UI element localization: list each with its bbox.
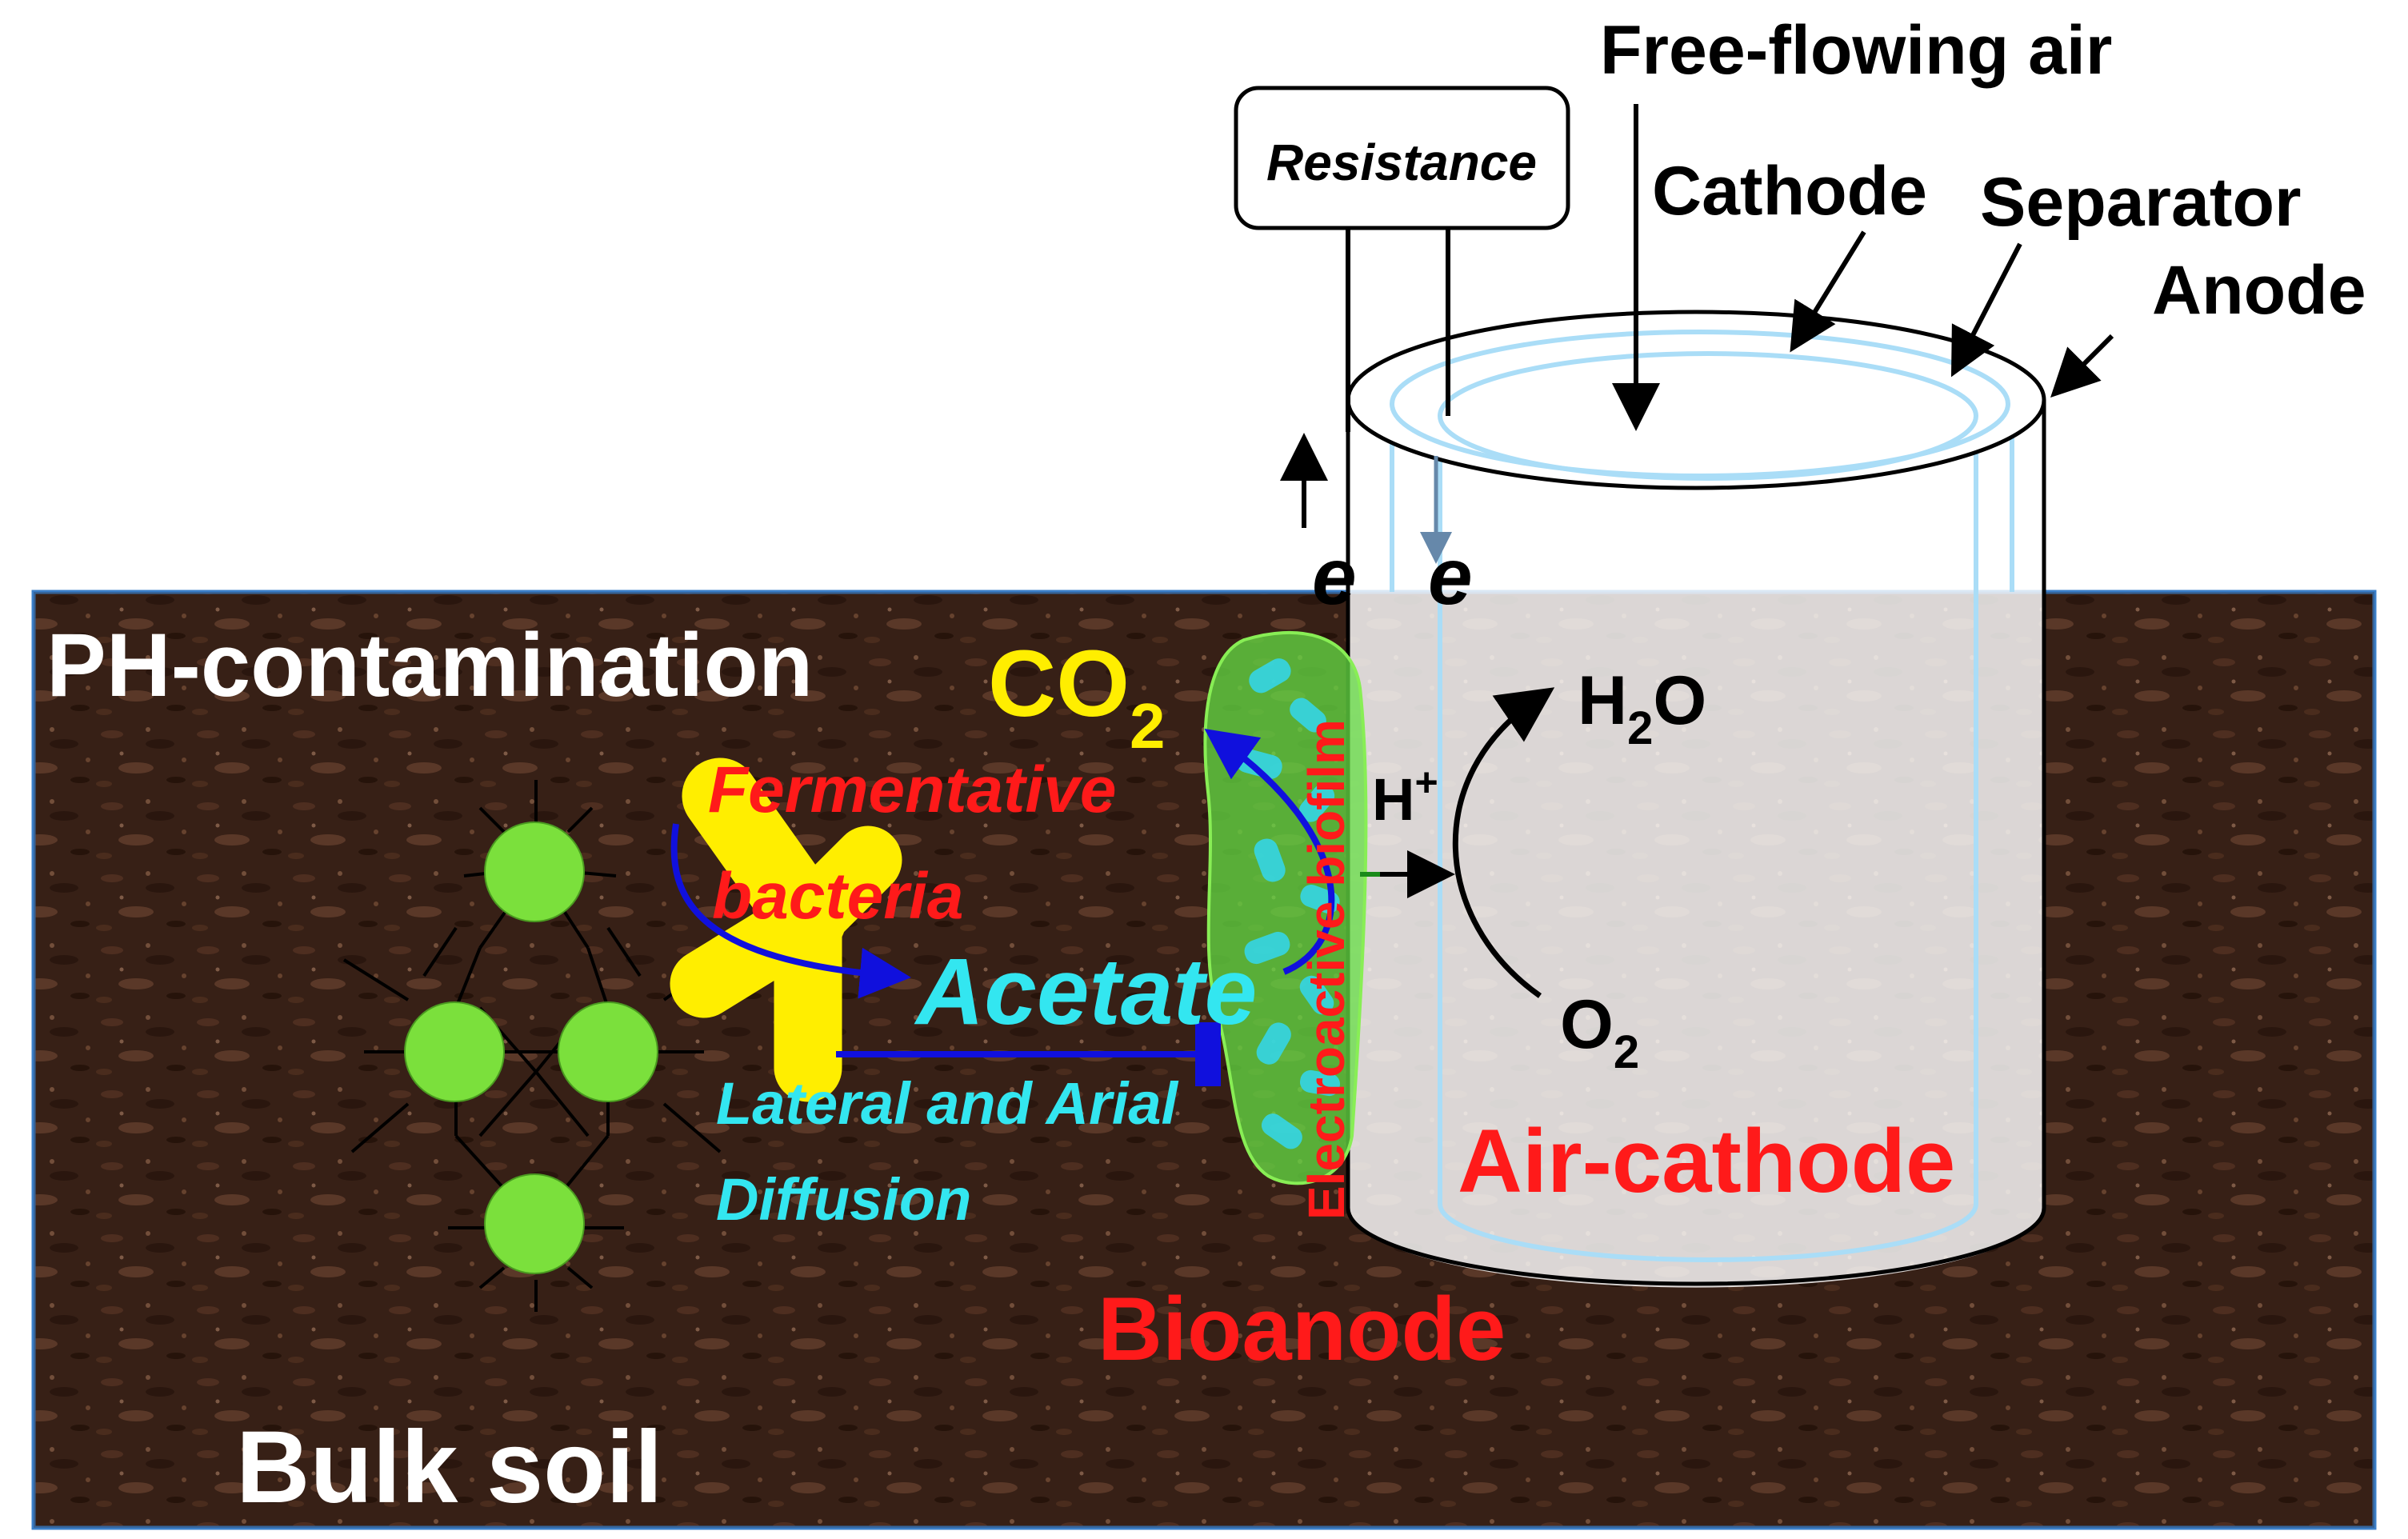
electroactive-biofilm-label: Electroactive biofilm (1298, 719, 1355, 1220)
co2-label: CO2 (988, 631, 1166, 762)
ph-contamination-label: PH-contamination (46, 615, 813, 715)
o2-label: O2 (1560, 986, 1639, 1078)
resistance-box (1234, 86, 1570, 230)
molecule-node-top (484, 821, 585, 922)
free-flowing-air-label: Free-flowing air (1600, 12, 2112, 89)
separator-pointer (1950, 242, 2022, 378)
anode-label: Anode (2152, 252, 2366, 329)
molecule-node-right (558, 1001, 658, 1102)
lateral-diffusion-line1: Lateral and Arial (716, 1070, 1179, 1137)
separator-label: Separator (1980, 164, 2302, 241)
fermentation-to-acetate-arrow (670, 823, 911, 999)
h-plus-label: H+ (1372, 760, 1438, 833)
molecule-nodes (404, 821, 658, 1274)
cathode-label: Cathode (1652, 153, 1927, 230)
lateral-diffusion-line2: Diffusion (716, 1166, 971, 1233)
o2-to-h2o-arrow (1452, 687, 1555, 998)
electron-left-label: e (1312, 532, 1357, 622)
molecule-node-left (404, 1001, 505, 1102)
electron-right-label: e (1428, 532, 1473, 622)
fermentative-label: Fermentative (708, 754, 1116, 826)
mfc-cylinder (1346, 310, 2046, 1288)
h2o-label: H2O (1578, 662, 1706, 754)
cathode-pointer (1790, 230, 1866, 353)
biofilm-cells (1236, 658, 1340, 1149)
acetate-to-co2-arrow (1204, 729, 1335, 975)
bacteria-label: bacteria (712, 860, 964, 933)
air-cathode-label: Air-cathode (1458, 1111, 1955, 1211)
molecule-node-bottom (484, 1173, 585, 1274)
bioanode-label: Bioanode (1098, 1279, 1506, 1379)
resistance-label: Resistance (1266, 134, 1537, 191)
acetate-label: Acetate (914, 939, 1257, 1045)
bulk-soil-label: Bulk soil (236, 1410, 662, 1525)
cathode-rim (1438, 351, 1978, 481)
anode-pointer (2050, 334, 2114, 398)
